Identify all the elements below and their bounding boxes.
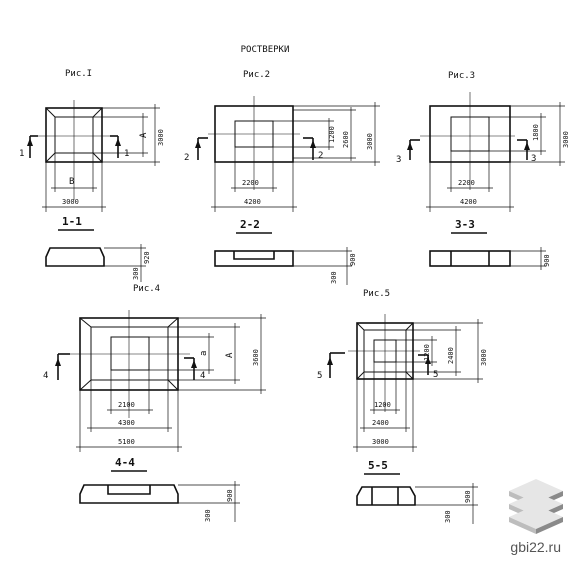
fig1-inner-dim: B	[69, 177, 74, 187]
fig3-cut-right: 3	[531, 154, 536, 164]
fig2-label: Рис.2	[243, 70, 270, 80]
fig4-sec-h2: 300	[204, 509, 212, 522]
fig4-sec-h: 900	[226, 489, 234, 502]
fig4-mid-w: 4300	[118, 419, 135, 427]
fig3-outer-w: 4200	[460, 198, 477, 206]
fig4-dim-A: A	[225, 352, 235, 358]
logo-icon	[509, 479, 563, 534]
fig2: Рис.2 2 2 3000 2600 1200 2200 4200 2-2	[184, 70, 380, 285]
fig4-cut-right: 4	[200, 371, 205, 381]
fig1: Рис.I 1 1 3000 A B 3000 1-1	[19, 69, 165, 282]
fig2-inner-w: 2200	[242, 179, 259, 187]
fig1-height-dim: 3000	[157, 129, 165, 146]
fig4-mid	[90, 326, 169, 381]
fig2-mid-h: 2600	[342, 131, 350, 148]
fig4-inner-w: 2100	[118, 401, 135, 409]
fig3-section-title: 3-3	[455, 218, 475, 231]
fig5-section	[356, 486, 416, 506]
site-url: gbi22.ru	[510, 539, 561, 555]
fig5-cut-left: 5	[317, 371, 322, 381]
fig1-side-dim: A	[139, 132, 149, 138]
fig4-outer-h: 3600	[252, 349, 260, 366]
fig4-dim-a: a	[199, 351, 209, 356]
fig5-outer-w: 3000	[372, 438, 389, 446]
fig4-outer-w: 5100	[118, 438, 135, 446]
fig3: Рис.3 3 3 3000 1800 2200 4200 3-3	[396, 71, 570, 270]
fig2-cut-left: 2	[184, 153, 189, 163]
fig4: Рис.4 4 4 3600 A a 2100 4300	[43, 284, 266, 522]
fig3-section	[429, 250, 511, 267]
fig2-outer-h: 3000	[366, 133, 374, 150]
fig5-mid-w: 2400	[372, 419, 389, 427]
drawing-title: РОСТВЕРКИ	[241, 45, 290, 55]
fig5-outer-h: 3000	[480, 349, 488, 366]
fig4-section	[79, 484, 179, 504]
fig5-label: Рис.5	[363, 289, 390, 299]
fig1-section-title: 1-1	[62, 215, 82, 228]
fig3-sec-h: 900	[543, 254, 551, 267]
fig2-section-title: 2-2	[240, 218, 260, 231]
fig2-inner-h: 1200	[328, 126, 336, 143]
fig2-sec-h2: 300	[330, 271, 338, 284]
fig4-label: Рис.4	[133, 284, 160, 294]
fig2-sec-h: 900	[349, 253, 357, 266]
fig1-sec-h2: 300	[132, 267, 140, 280]
fig1-section	[45, 247, 105, 267]
fig5-inner-h: 1200	[423, 344, 431, 361]
fig3-label: Рис.3	[448, 71, 475, 81]
fig5-sec-h: 900	[464, 490, 472, 503]
fig3-cut-left: 3	[396, 155, 401, 165]
fig3-inner-h: 1800	[532, 124, 540, 141]
fig5-sec-h2: 300	[444, 510, 452, 523]
fig5: Рис.5 5 5 3000 2400 1200 1200 2400	[317, 289, 488, 524]
fig4-inner	[110, 336, 150, 371]
fig1-cut-left: 1	[19, 149, 24, 159]
fig4-section-title: 4-4	[115, 456, 135, 469]
fig3-inner-w: 2200	[458, 179, 475, 187]
fig1-cut-right: 1	[124, 149, 129, 159]
fig4-cut-left: 4	[43, 371, 48, 381]
fig5-inner-w: 1200	[374, 401, 391, 409]
fig5-section-title: 5-5	[368, 459, 388, 472]
fig5-cut-right: 5	[433, 370, 438, 380]
fig2-section	[214, 250, 294, 267]
fig1-label: Рис.I	[65, 69, 92, 79]
fig5-mid-h: 2400	[447, 347, 455, 364]
fig2-outer-w: 4200	[244, 198, 261, 206]
fig2-cut-right: 2	[318, 151, 323, 161]
fig3-outer-h: 3000	[562, 131, 570, 148]
fig1-width-dim: 3000	[62, 198, 79, 206]
fig1-sec-h: 920	[143, 251, 151, 264]
